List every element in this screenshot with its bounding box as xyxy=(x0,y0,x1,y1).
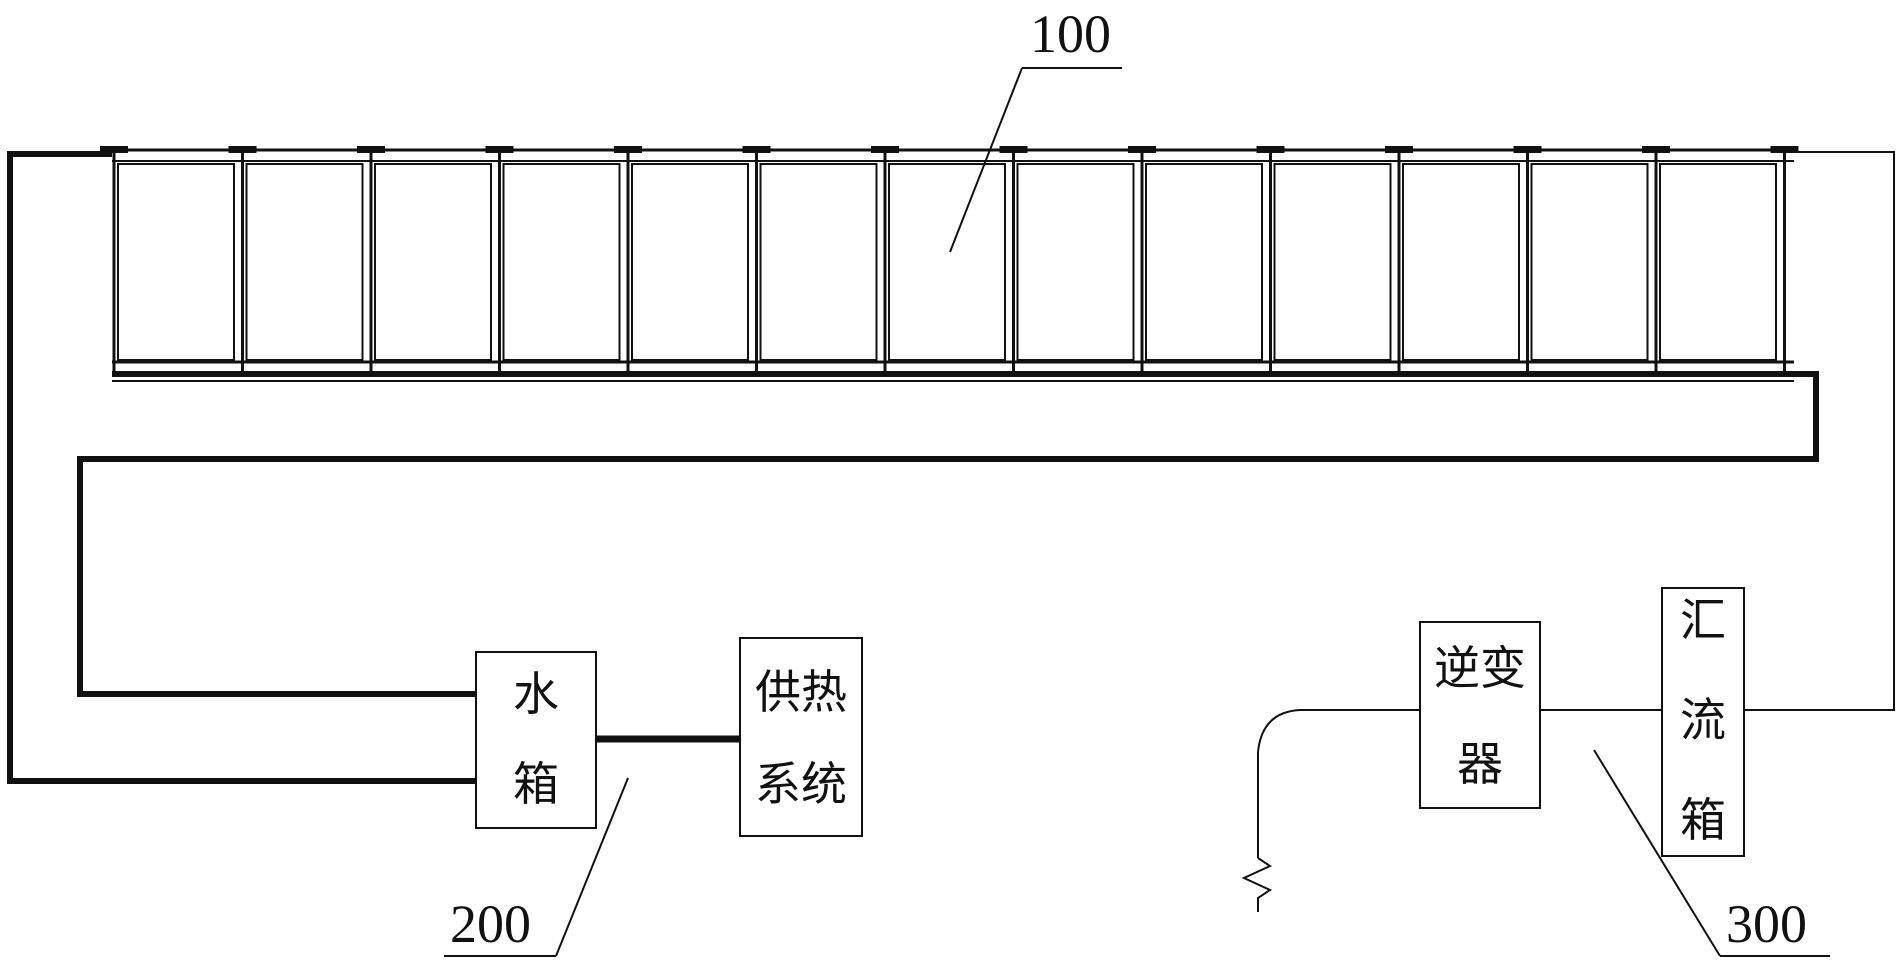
rail-connector xyxy=(614,146,642,153)
collector-panel xyxy=(1146,164,1262,360)
collector-panel xyxy=(1532,164,1648,360)
rail-connector xyxy=(357,146,385,153)
collector-panel xyxy=(375,164,491,360)
rail-connector xyxy=(1128,146,1156,153)
rail-connector xyxy=(1000,146,1028,153)
ref-label-300: 300 xyxy=(1726,894,1807,954)
rail-connector xyxy=(1257,146,1285,153)
inner-supply-pipe xyxy=(80,374,1816,694)
rail-connector xyxy=(1642,146,1670,153)
ref-label-100: 100 xyxy=(1030,4,1111,64)
inverter-line-2: 器 xyxy=(1457,737,1503,791)
collector-panel xyxy=(1018,164,1134,360)
rail-connector xyxy=(229,146,257,153)
combiner-box: 汇 流 箱 xyxy=(1662,588,1744,856)
grid-connection-symbol xyxy=(1244,858,1270,912)
heating-system-line-2: 系统 xyxy=(755,757,847,811)
water-tank-box: 水 箱 xyxy=(476,652,596,828)
ref-label-200: 200 xyxy=(450,894,531,954)
collector-panel xyxy=(1660,164,1776,360)
collector-panel xyxy=(504,164,620,360)
rail-connector xyxy=(486,146,514,153)
collector-panel xyxy=(247,164,363,360)
inverter-line-1: 逆变 xyxy=(1434,641,1526,695)
rail-connector xyxy=(743,146,771,153)
heating-system-box: 供热 系统 xyxy=(740,638,862,836)
collector-array xyxy=(100,146,1799,381)
rail-connector xyxy=(871,146,899,153)
collector-panel xyxy=(761,164,877,360)
combiner-char-3: 箱 xyxy=(1680,793,1726,847)
collector-panel xyxy=(118,164,234,360)
collector-panel xyxy=(632,164,748,360)
heating-system-line-1: 供热 xyxy=(755,665,847,719)
water-tank-char-1: 水 xyxy=(513,667,559,721)
collector-panel xyxy=(1275,164,1391,360)
collector-panel xyxy=(889,164,1005,360)
collector-panel xyxy=(1403,164,1519,360)
inverter-box: 逆变 器 xyxy=(1420,622,1540,808)
combiner-char-2: 流 xyxy=(1680,693,1726,747)
grid-cable xyxy=(1258,710,1420,858)
rail-connector xyxy=(1385,146,1413,153)
combiner-char-1: 汇 xyxy=(1680,593,1726,647)
water-tank-char-2: 箱 xyxy=(513,757,559,811)
rail-connector xyxy=(1514,146,1542,153)
